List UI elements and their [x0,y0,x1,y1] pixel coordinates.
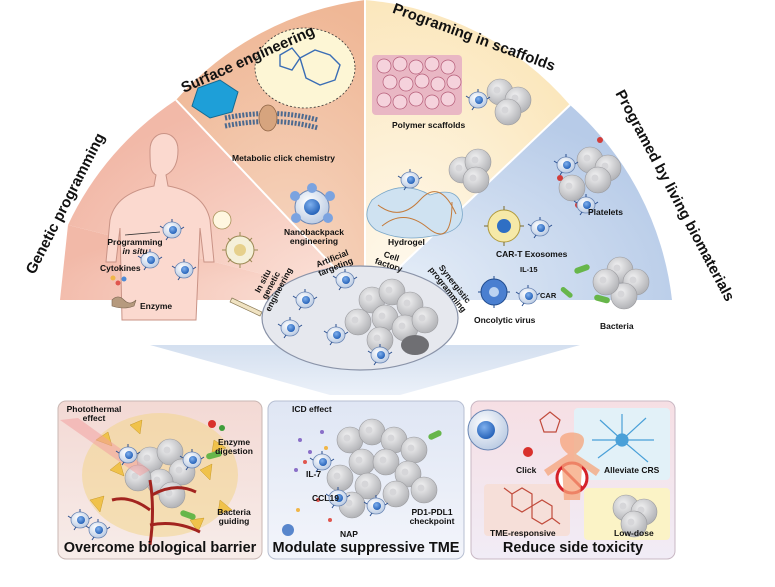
label-metabolic: Metabolic click chemistry [232,153,335,163]
hexagon-molecule-icon [191,79,239,119]
label-crs: Alleviate CRS [604,465,660,475]
label-icd: ICD effect [292,404,332,414]
label-click: Click [516,465,537,475]
vesicle-icon [212,210,232,230]
label-platelets: Platelets [588,207,623,217]
label-nanobackpack: Nanobackpack engineering [284,228,344,246]
label-car: CAR [540,291,557,300]
pointer-line [124,231,161,236]
label-cytokines: Cytokines [100,263,141,273]
label-ccl19: CCL19 [312,493,339,503]
label-enzyme-digestion: Enzyme digestion [206,438,262,456]
cytokine-dots-icon [110,275,127,286]
neuron-crs-icon [592,414,654,463]
tme-tumor-art [282,418,442,536]
syringe-icon [229,297,263,317]
label-enzyme-digestion-line1: Enzyme [217,437,251,447]
label-nanobackpack-line1: Nanobackpack [284,227,344,237]
label-low-dose: Low-dose [614,528,654,538]
label-programming-in-situ: Programming in situ [100,238,170,256]
panel-title-modulate: Modulate suppressive TME [272,540,460,556]
oncolytic-virus-icon [478,276,510,308]
label-il7: IL-7 [306,469,322,479]
label-il15: IL-15 [520,265,538,274]
cell-membrane [224,111,319,131]
sector-genetic-programming [68,100,365,300]
virus-icon [222,232,258,268]
panel-title-overcome: Overcome biological barrier [63,540,257,556]
label-hydrogel: Hydrogel [388,237,425,247]
label-nap: NAP [340,529,358,539]
label-pd1-line1: PD1-PDL1 [411,507,453,517]
tme-responsive-inset [484,484,570,536]
hydrogel-icon [366,187,463,239]
label-tme-responsive: TME-responsive [490,528,556,538]
label-bacteria-guiding: Bacteria guiding [206,508,262,526]
central-tumor [261,265,459,371]
zoom-bubble [254,27,356,109]
bacteria-icon [560,264,610,304]
click-cell-icon [467,409,561,457]
enzyme-icon [111,296,137,309]
label-photothermal: Photothermal effect [66,405,122,423]
blood-vessel-icon [111,479,201,546]
label-car-t: CAR-T Exosomes [496,249,568,259]
polymer-scaffold-icon [372,55,462,115]
label-bacteria-guiding-line2: guiding [218,515,250,526]
label-pd1: PD1-PDL1 checkpoint [402,508,462,526]
car-t-exosome-icon [484,206,524,246]
label-pd1-line2: checkpoint [409,515,455,526]
red-dots-icon [208,420,225,431]
label-oncolytic: Oncolytic virus [474,315,536,325]
body-silhouette-icon [544,432,600,500]
label-programming: Programming [107,237,163,247]
label-enzyme-digestion-line2: digestion [215,445,253,456]
label-in-situ: in situ [122,245,148,256]
label-photothermal-line2: effect [82,412,106,423]
molecular-structure-icon [503,487,561,525]
panel-title-reduce: Reduce side toxicity [502,540,644,556]
label-bacteria-guiding-line1: Bacteria [217,507,251,517]
nanobackpack-cell-icon [290,183,335,225]
label-polymer: Polymer scaffolds [392,120,466,130]
triazole-structure-icon [279,47,341,86]
label-enzyme: Enzyme [140,301,173,311]
membrane-protein-icon [258,104,278,132]
label-bacteria: Bacteria [600,321,634,331]
label-photothermal-line1: Photothermal [66,404,122,414]
label-nanobackpack-line2: engineering [289,235,339,246]
